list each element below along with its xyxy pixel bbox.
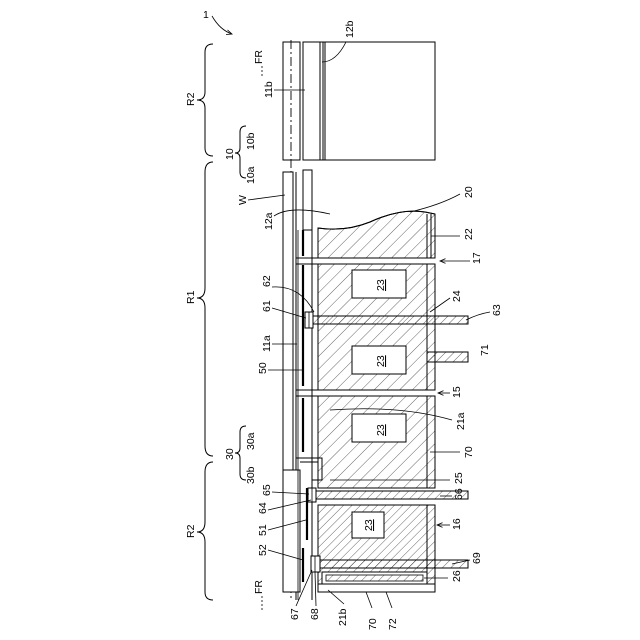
- label-17: 17: [471, 252, 483, 264]
- label-20: 20: [463, 186, 475, 198]
- heater-23-1-label: 23: [375, 279, 387, 291]
- label-r2-bottom: R2: [185, 524, 197, 538]
- leader-63: [466, 312, 490, 320]
- upper-electrode-11b: [303, 42, 325, 160]
- chamber-top-region: [325, 42, 435, 160]
- label-fr-top: FR: [253, 50, 265, 64]
- label-30: 30: [224, 448, 236, 460]
- leader-68: [315, 572, 316, 606]
- label-10: 10: [224, 148, 236, 160]
- stage-20-hatched: [318, 211, 435, 258]
- label-21b: 21b: [337, 608, 349, 626]
- label-r1: R1: [185, 290, 197, 304]
- label-63: 63: [491, 304, 503, 316]
- label-66: 66: [453, 488, 465, 500]
- label-51: 51: [257, 524, 269, 536]
- leader-70b: [366, 592, 372, 608]
- label-64: 64: [257, 502, 269, 514]
- label-11b: 11b: [263, 81, 275, 98]
- rod-69: [320, 560, 468, 568]
- label-12a: 12a: [263, 212, 275, 230]
- label-50: 50: [257, 362, 269, 374]
- brace-r2-top: [197, 44, 213, 156]
- component-26-inner: [326, 575, 423, 581]
- label-24: 24: [451, 290, 463, 302]
- label-r2-top: R2: [185, 92, 197, 106]
- label-67: 67: [289, 608, 301, 620]
- heater-23-4-label: 23: [363, 519, 375, 531]
- label-fr-bottom: FR: [253, 580, 265, 594]
- label-26: 26: [451, 570, 463, 582]
- rod-67-head: [311, 556, 320, 572]
- leader-72: [386, 592, 392, 608]
- label-30b: 30b: [245, 466, 257, 484]
- leader-w: [248, 195, 285, 200]
- step-30-inner: [300, 462, 318, 476]
- brace-r2-bottom: [197, 462, 213, 600]
- label-68: 68: [309, 608, 321, 620]
- label-65: 65: [261, 484, 273, 496]
- label-22: 22: [463, 228, 475, 240]
- focus-ring-bottom: [283, 470, 300, 592]
- wafer-w: [303, 170, 312, 230]
- label-w: W: [237, 195, 249, 205]
- label-61: 61: [261, 300, 273, 312]
- rod-66: [316, 491, 468, 499]
- base-72: [318, 584, 435, 592]
- label-52: 52: [257, 544, 269, 556]
- label-25: 25: [453, 472, 465, 484]
- brace-r1: [197, 162, 213, 456]
- leader-20: [410, 194, 460, 212]
- label-10a: 10a: [245, 166, 257, 184]
- label-70b: 70: [367, 618, 379, 630]
- figure-ref-label: 1: [203, 9, 209, 21]
- label-72: 72: [387, 618, 399, 630]
- heater-23-3-label: 23: [375, 424, 387, 436]
- label-15: 15: [451, 386, 463, 398]
- label-62: 62: [261, 275, 273, 287]
- label-16: 16: [451, 518, 463, 530]
- label-21a: 21a: [455, 412, 467, 430]
- label-71: 71: [479, 344, 491, 356]
- rod-63: [312, 316, 468, 324]
- focus-ring-top: [283, 42, 300, 160]
- label-70a: 70: [463, 446, 475, 458]
- figure-ref-arrow: [212, 16, 232, 34]
- heater-23-2-label: 23: [375, 355, 387, 367]
- label-11a: 11a: [261, 335, 273, 352]
- label-10b: 10b: [245, 132, 257, 150]
- label-12b: 12b: [344, 20, 356, 38]
- leader-12a: [274, 210, 330, 216]
- label-69: 69: [471, 552, 483, 564]
- label-30a: 30a: [245, 432, 257, 450]
- rod-71: [427, 352, 468, 362]
